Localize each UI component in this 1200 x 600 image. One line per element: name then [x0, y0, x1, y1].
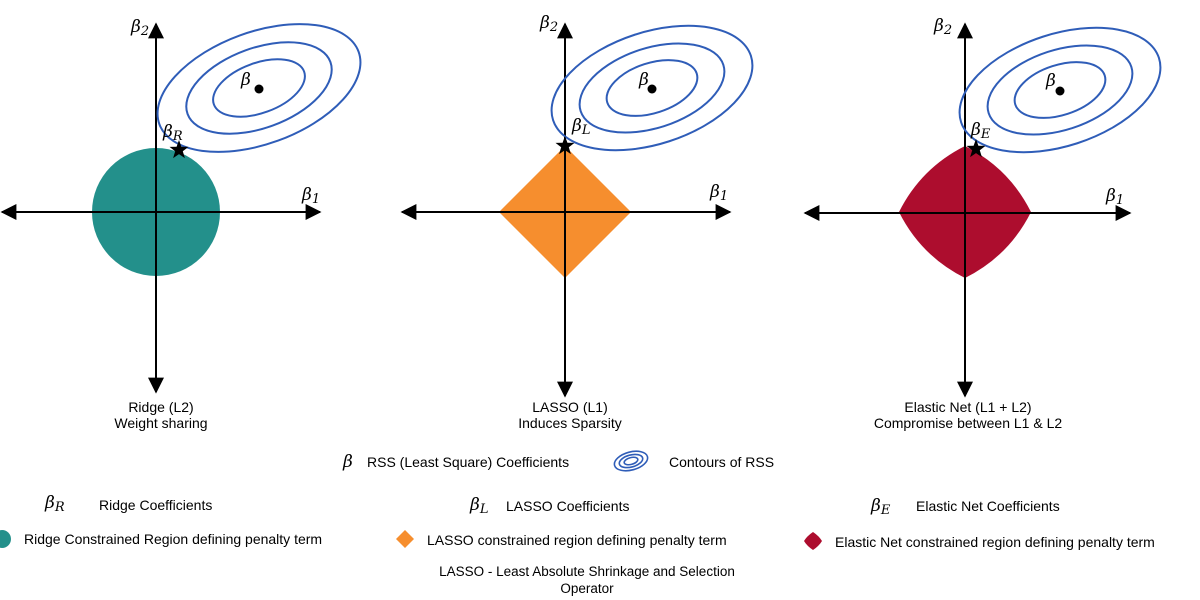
legend-rss-coefficients: RSS (Least Square) Coefficients — [367, 454, 569, 470]
footnote-line-2: Operator — [560, 581, 614, 596]
elastic-rss-point — [1055, 86, 1065, 96]
legend-elastic-region: Elastic Net constrained region defining … — [835, 534, 1155, 550]
footnote: LASSO - Least Absolute Shrinkage and Sel… — [439, 564, 735, 596]
legend-elastic-symbol: βE — [870, 496, 891, 518]
lasso-star-icon — [555, 136, 575, 155]
ridge-star-icon — [169, 140, 189, 159]
legend-ridge-symbol: βR — [44, 493, 65, 515]
legend-elastic-coefficients: Elastic Net Coefficients — [916, 498, 1060, 514]
lasso-axis-label-x: β1 — [709, 182, 728, 204]
elastic-caption-title: Elastic Net (L1 + L2) — [904, 399, 1031, 415]
legend: β RSS (Least Square) Coefficients Contou… — [0, 450, 1155, 550]
lasso-caption-subtitle: Induces Sparsity — [518, 415, 622, 431]
elastic-rss-contours — [958, 26, 1162, 154]
lasso-rss-point — [647, 84, 657, 94]
legend-ridge-circle-icon — [0, 530, 11, 548]
ridge-axis-label-x: β1 — [301, 185, 320, 207]
elastic-coefficient-label: βE — [970, 120, 991, 142]
elastic-star-icon — [966, 139, 986, 158]
ridge-caption-subtitle: Weight sharing — [114, 415, 207, 431]
ridge-rss-contours — [156, 23, 362, 153]
lasso-rss-contours — [550, 24, 754, 152]
elastic-axis-label-x: β1 — [1105, 186, 1124, 208]
ridge-axis-label-y: β2 — [130, 17, 149, 39]
footnote-line-1: LASSO - Least Absolute Shrinkage and Sel… — [439, 564, 735, 579]
lasso-beta-hat-label: β — [638, 70, 649, 90]
ridge-coefficient-label: βR — [162, 122, 183, 144]
legend-lasso-symbol: βL — [469, 495, 488, 517]
elastic-beta-hat-label: β — [1045, 71, 1056, 91]
panel-ridge: β βR β1 β2 Ridge (L2) Weight sharing — [0, 17, 362, 431]
legend-lasso-diamond-icon — [396, 530, 414, 548]
legend-lasso-region: LASSO constrained region defining penalt… — [427, 532, 727, 548]
legend-beta-symbol: β — [342, 452, 353, 472]
lasso-caption-title: LASSO (L1) — [532, 399, 607, 415]
legend-ridge-region: Ridge Constrained Region defining penalt… — [24, 531, 322, 547]
lasso-axis-label-y: β2 — [539, 13, 558, 35]
legend-ridge-coefficients: Ridge Coefficients — [99, 497, 212, 513]
legend-contours-icon — [613, 450, 649, 472]
legend-elastic-shape-icon — [804, 532, 822, 550]
elastic-axis-label-y: β2 — [933, 16, 952, 38]
lasso-coefficient-label: βL — [571, 116, 590, 138]
legend-lasso-coefficients: LASSO Coefficients — [506, 498, 629, 514]
legend-contours-of-rss: Contours of RSS — [669, 454, 774, 470]
ridge-rss-point — [254, 84, 264, 94]
panel-elastic-net: β βE β1 β2 Elastic Net (L1 + L2) Comprom… — [803, 16, 1162, 431]
elastic-caption-subtitle: Compromise between L1 & L2 — [874, 415, 1063, 431]
panel-lasso: β βL β1 β2 LASSO (L1) Induces Sparsity — [400, 13, 754, 431]
ridge-beta-hat-label: β — [240, 70, 251, 90]
ridge-caption-title: Ridge (L2) — [128, 399, 193, 415]
